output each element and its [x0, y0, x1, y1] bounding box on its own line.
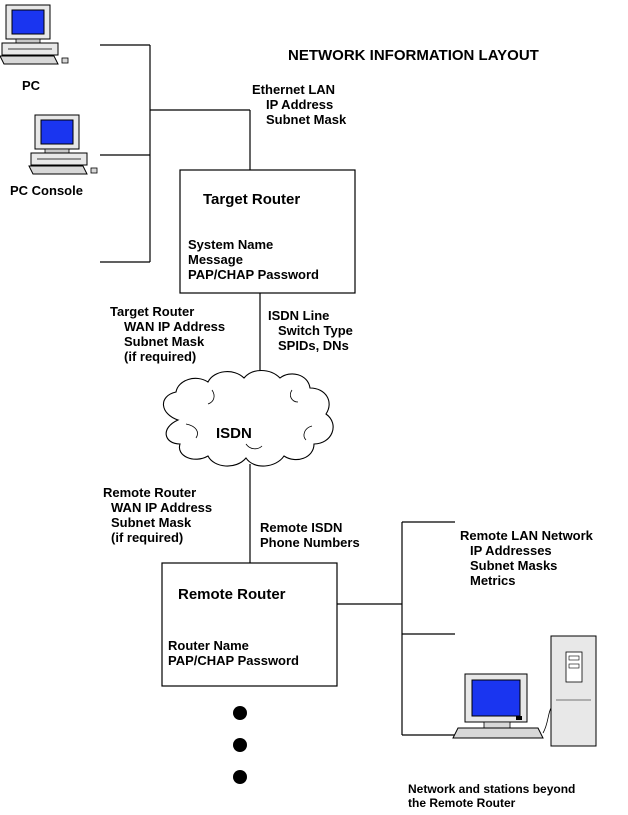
remote-isdn-line-1: Remote ISDN [260, 520, 343, 535]
pc-console-icon [28, 114, 98, 175]
beyond-caption: Network and stations beyond the Remote R… [408, 782, 575, 810]
remote-wan-subnet-mask: Subnet Mask [111, 515, 192, 530]
pc-label: PC [22, 78, 41, 93]
remote-pap-chap-password: PAP/CHAP Password [168, 653, 300, 668]
target-wan-subnet-mask: Subnet Mask [124, 334, 205, 349]
remote-lan-metrics: Metrics [470, 573, 516, 588]
ethernet-subnet-mask: Subnet Mask [266, 112, 347, 127]
ethernet-ip-address: IP Address [266, 97, 334, 112]
isdn-line-heading: ISDN Line [268, 308, 330, 323]
remote-router-fields: Router Name PAP/CHAP Password [168, 638, 299, 668]
remote-lan-info: Remote LAN Network IP Addresses Subnet M… [460, 528, 593, 588]
ethernet-lan-heading: Ethernet LAN [252, 82, 336, 97]
target-wan-ip-address: WAN IP Address [124, 319, 226, 334]
remote-lan-bus [337, 521, 460, 736]
target-router-box [179, 169, 356, 294]
remote-lan-heading: Remote LAN Network [460, 528, 593, 543]
beyond-line-1: Network and stations beyond [408, 782, 576, 796]
remote-router-title: Remote Router [178, 586, 286, 603]
ethernet-lan-info: Ethernet LAN IP Address Subnet Mask [252, 82, 346, 127]
remote-wan-if-required: (if required) [111, 530, 184, 545]
remote-isdn-info: Remote ISDN Phone Numbers [260, 520, 360, 550]
remote-wan-info: Remote Router WAN IP Address Subnet Mask… [103, 485, 212, 545]
pc-icon [0, 4, 69, 65]
remote-lan-ip-addresses: IP Addresses [470, 543, 552, 558]
remote-wan-ip-address: WAN IP Address [111, 500, 213, 515]
remote-router-name: Router Name [168, 638, 249, 653]
target-router-fields: System Name Message PAP/CHAP Password [188, 237, 319, 282]
isdn-spids-dns: SPIDs, DNs [278, 338, 349, 353]
isdn-cloud-shape [162, 369, 334, 467]
target-message: Message [188, 252, 243, 267]
pc-console-label: PC Console [10, 183, 83, 198]
isdn-switch-type: Switch Type [278, 323, 353, 338]
target-wan-info: Target Router WAN IP Address Subnet Mask… [110, 304, 225, 364]
remote-workstation-icon [452, 635, 597, 747]
target-system-name: System Name [188, 237, 274, 252]
target-pap-chap-password: PAP/CHAP Password [188, 267, 320, 282]
target-router-title: Target Router [203, 191, 301, 208]
isdn-cloud-label: ISDN [216, 425, 252, 442]
ethernet-lan-bus [100, 44, 251, 263]
beyond-line-2: the Remote Router [408, 796, 516, 810]
remote-wan-heading: Remote Router [103, 485, 197, 500]
continuation-dot [233, 770, 247, 784]
remote-lan-subnet-masks: Subnet Masks [470, 558, 558, 573]
remote-isdn-line-2: Phone Numbers [260, 535, 360, 550]
isdn-line-info: ISDN Line Switch Type SPIDs, DNs [268, 308, 353, 353]
continuation-dot [233, 738, 247, 752]
continuation-dot [233, 706, 247, 720]
remote-router-box [161, 562, 338, 687]
target-wan-if-required: (if required) [124, 349, 197, 364]
diagram-title: NETWORK INFORMATION LAYOUT [288, 47, 539, 64]
target-wan-heading: Target Router [110, 304, 195, 319]
